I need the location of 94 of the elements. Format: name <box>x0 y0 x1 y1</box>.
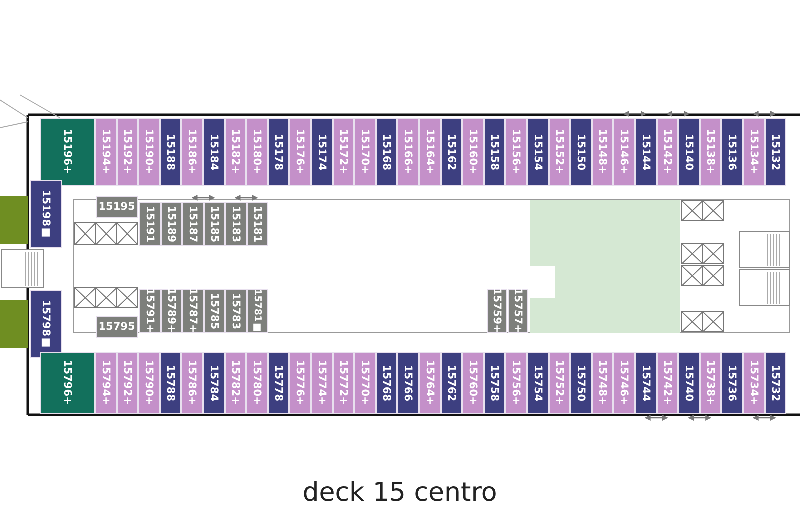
cabin-number: 15752+ <box>548 352 570 414</box>
cabin-number: 15185 <box>204 202 225 246</box>
cabin-number: 15182+ <box>224 118 246 186</box>
cabin-number: 15138+ <box>700 118 722 186</box>
connecting-arrow <box>752 415 776 421</box>
cabin-number: 15742+ <box>656 352 678 414</box>
connecting-arrow <box>192 195 216 201</box>
cabin-number: 15758 <box>484 352 506 414</box>
cabin-number: 15186+ <box>181 118 203 186</box>
cabin-number: 15132 <box>764 118 786 186</box>
cabin-number: 15142+ <box>656 118 678 186</box>
cabin-number: 15782+ <box>224 352 246 414</box>
cabin-number: 15772+ <box>332 352 354 414</box>
connecting-arrow <box>234 195 258 201</box>
cabin-number: 15798■ <box>30 290 62 358</box>
cabin-number: 15196+ <box>40 118 95 186</box>
cabin-number: 15790+ <box>138 352 160 414</box>
cabin-number: 15198■ <box>30 180 62 248</box>
cabin-number: 15190+ <box>138 118 160 186</box>
cabin-number: 15789+ <box>160 289 182 333</box>
connecting-arrow <box>666 111 690 117</box>
cabin-number: 15795 <box>96 316 138 338</box>
cabin-number: 15734+ <box>743 352 765 414</box>
cabin-number: 15776+ <box>289 352 311 414</box>
connecting-arrow <box>752 111 776 117</box>
cabin-number: 15783 <box>225 289 246 333</box>
cabin-number: 15766 <box>397 352 419 414</box>
cabin-number: 15152+ <box>548 118 570 186</box>
cabin-number: 15774+ <box>311 352 333 414</box>
cabin-number: 15180+ <box>246 118 268 186</box>
cabin-number: 15781■ <box>246 289 268 333</box>
cabin-number: 15183 <box>225 202 246 246</box>
cabin-number: 15170+ <box>354 118 376 186</box>
cabin-number: 15740 <box>678 352 700 414</box>
cabin-number: 15195 <box>96 196 138 218</box>
cabin-number: 15732 <box>764 352 786 414</box>
cabin-number: 15154 <box>527 118 549 186</box>
caption: deck 15 centro <box>302 478 498 508</box>
cabin-number: 15192+ <box>116 118 138 186</box>
cabin-number: 15172+ <box>332 118 354 186</box>
cabin-number: 15784 <box>203 352 225 414</box>
cabin-number: 15738+ <box>700 352 722 414</box>
cabin-number: 15164+ <box>419 118 441 186</box>
cabin-number: 15787+ <box>182 289 204 333</box>
cabin-number: 15160+ <box>462 118 484 186</box>
cabin-number: 15191 <box>139 202 160 246</box>
cabin-number: 15184 <box>203 118 225 186</box>
cabin-number: 15756+ <box>505 352 527 414</box>
cabin-number: 15760+ <box>462 352 484 414</box>
cabin-number: 15134+ <box>743 118 765 186</box>
connecting-arrow <box>644 415 668 421</box>
connecting-arrow <box>623 111 647 117</box>
cabin-number: 15156+ <box>505 118 527 186</box>
cabin-number: 15150 <box>570 118 592 186</box>
cabin-number: 15194+ <box>95 118 117 186</box>
cabin-number: 15144 <box>635 118 657 186</box>
cabin-number: 15174 <box>311 118 333 186</box>
cabin-number: 15744 <box>635 352 657 414</box>
cabin-number: 15162 <box>440 118 462 186</box>
cabin-number: 15178 <box>268 118 290 186</box>
cabin-number: 15188 <box>160 118 182 186</box>
cabin-number: 15736 <box>721 352 743 414</box>
cabin-number: 15176+ <box>289 118 311 186</box>
cabin-number: 15187 <box>182 202 204 246</box>
cabin-number: 15748+ <box>592 352 614 414</box>
cabin-number: 15770+ <box>354 352 376 414</box>
cabin-number: 15796+ <box>40 352 95 414</box>
cabin-number: 15757+ <box>508 289 528 333</box>
cabin-number: 15136 <box>721 118 743 186</box>
cabin-number: 15746+ <box>613 352 635 414</box>
cabin-number: 15768 <box>376 352 398 414</box>
cabin-number: 15148+ <box>592 118 614 186</box>
cabin-number: 15792+ <box>116 352 138 414</box>
cabin-number: 15168 <box>376 118 398 186</box>
cabin-number: 15764+ <box>419 352 441 414</box>
cabin-number: 15762 <box>440 352 462 414</box>
cabin-number: 15166+ <box>397 118 419 186</box>
cabin-number: 15754 <box>527 352 549 414</box>
cabin-number: 15791+ <box>139 289 160 333</box>
cabin-number: 15750 <box>570 352 592 414</box>
cabin-number: 15786+ <box>181 352 203 414</box>
connecting-arrow <box>688 415 712 421</box>
cabin-number: 15785 <box>204 289 225 333</box>
cabin-number: 15189 <box>160 202 182 246</box>
cabin-number: 15759+ <box>487 289 507 333</box>
cabin-number: 15181 <box>246 202 268 246</box>
cabin-number: 15788 <box>160 352 182 414</box>
cabin-number: 15146+ <box>613 118 635 186</box>
cabin-number: 15778 <box>268 352 290 414</box>
cabin-number: 15780+ <box>246 352 268 414</box>
cabin-number: 15158 <box>484 118 506 186</box>
cabin-number: 15794+ <box>95 352 117 414</box>
cabin-number: 15140 <box>678 118 700 186</box>
room-area <box>530 200 680 333</box>
